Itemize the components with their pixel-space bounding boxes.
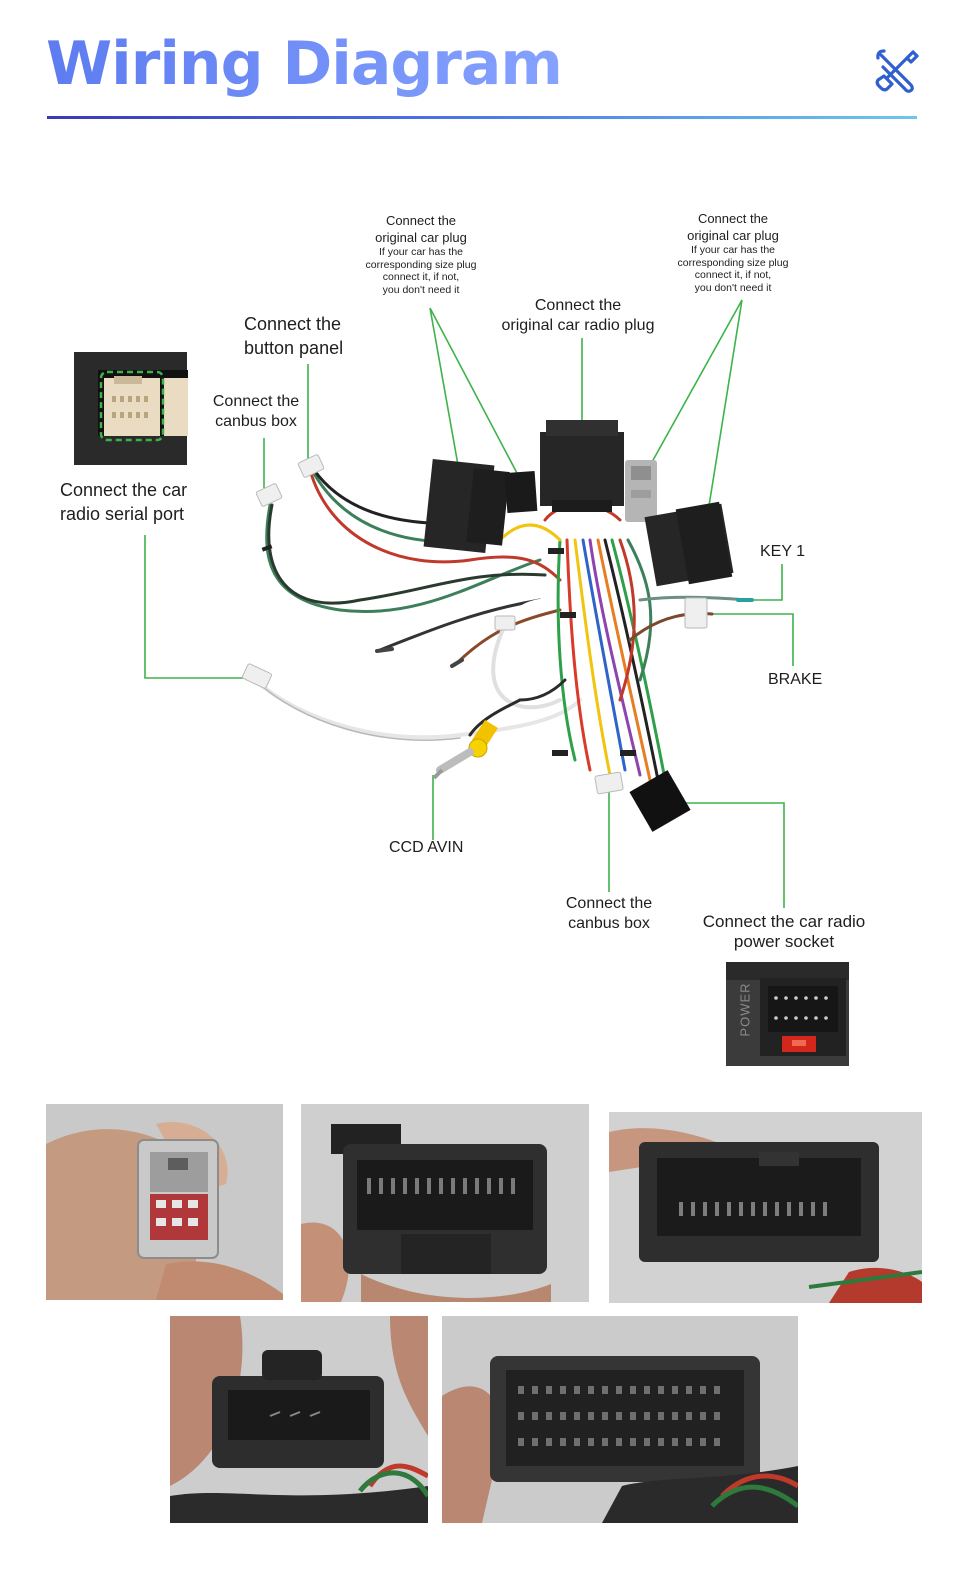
white-plug-serial bbox=[241, 663, 273, 689]
white-plug-button-panel bbox=[297, 454, 325, 478]
black-20pin-plug-photo bbox=[609, 1112, 922, 1303]
title-underline bbox=[47, 116, 917, 119]
label-power-socket: Connect the car radio power socket bbox=[702, 912, 866, 951]
label-original-plug-left: Connect the original car plug If your ca… bbox=[365, 213, 477, 296]
serial-port-inset bbox=[74, 352, 188, 465]
callout-key1 bbox=[748, 564, 783, 601]
large-black-plug-photo bbox=[442, 1316, 798, 1523]
connector-left-black bbox=[423, 459, 510, 553]
label-button-panel: Connect the button panel bbox=[244, 314, 344, 358]
connector-small-black bbox=[504, 471, 538, 513]
black-24pin-plug-photo bbox=[301, 1104, 589, 1302]
page-title: Wiring Diagram bbox=[46, 29, 563, 99]
label-serial-port: Connect the car radio serial port bbox=[60, 480, 188, 524]
callout-brake bbox=[710, 613, 794, 666]
power-connector-black bbox=[629, 770, 691, 832]
label-key1: KEY 1 bbox=[760, 543, 806, 560]
label-canbus-bottom: Connect the canbus box bbox=[565, 895, 653, 932]
power-socket-print: POWER bbox=[737, 982, 753, 1037]
label-canbus-top: Connect the canbus box bbox=[212, 393, 300, 430]
callout-lines bbox=[144, 299, 794, 908]
connector-radio-black bbox=[540, 420, 624, 512]
callout-left-plug-b bbox=[429, 307, 519, 476]
label-ccd-avin: CCD AVIN bbox=[389, 839, 464, 856]
white-plug-canbus-bottom bbox=[594, 771, 624, 795]
connector-right-black bbox=[644, 501, 734, 587]
wiring-harness-diagram bbox=[74, 299, 849, 1066]
small-black-plug-photo bbox=[170, 1316, 428, 1523]
label-brake: BRAKE bbox=[768, 671, 823, 688]
callout-power-socket bbox=[672, 802, 785, 908]
grey-plug-photo bbox=[46, 1104, 283, 1300]
tools-icon bbox=[875, 49, 919, 93]
callout-right-plug-b bbox=[707, 299, 743, 513]
power-socket-inset bbox=[726, 962, 849, 1066]
white-plug-key1 bbox=[684, 597, 708, 629]
white-plug-canbus-top bbox=[255, 483, 283, 507]
label-original-plug-right: Connect the original car plug If your ca… bbox=[677, 211, 789, 294]
label-radio-plug: Connect the original car radio plug bbox=[501, 297, 655, 334]
callout-left-plug-a bbox=[429, 307, 459, 466]
rca-plug-yellow bbox=[432, 720, 498, 780]
callout-right-plug-a bbox=[651, 299, 743, 463]
connector-grey bbox=[625, 460, 657, 522]
callout-serial-port bbox=[144, 535, 248, 679]
